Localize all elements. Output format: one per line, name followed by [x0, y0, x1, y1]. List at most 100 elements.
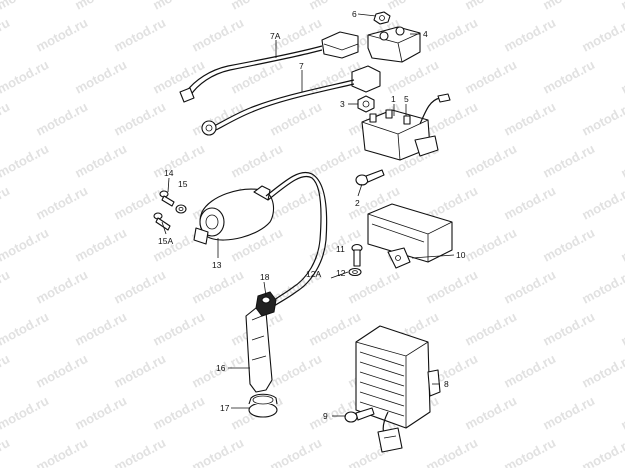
- label-12a: 12A: [306, 269, 321, 279]
- watermark-text: motod.ru: [579, 15, 625, 55]
- watermark-text: motod.ru: [462, 0, 519, 13]
- watermark-text: motod.ru: [189, 15, 246, 55]
- watermark-text: motod.ru: [0, 141, 51, 181]
- watermark-text: motod.ru: [150, 393, 207, 433]
- watermark-text: motod.ru: [462, 57, 519, 97]
- label-2: 2: [355, 198, 360, 208]
- label-14: 14: [164, 168, 174, 178]
- watermark-text: motod.ru: [111, 267, 168, 307]
- watermark-text: motod.ru: [0, 351, 12, 391]
- watermark-text: motod.ru: [384, 0, 441, 13]
- watermark-text: motod.ru: [111, 15, 168, 55]
- watermark-text: motod.ru: [501, 267, 558, 307]
- watermark-text: motod.ru: [618, 309, 625, 349]
- watermark-text: motod.ru: [501, 435, 558, 468]
- watermark-text: motod.ru: [0, 99, 12, 139]
- watermark-text: motod.ru: [111, 435, 168, 468]
- watermark-text: motod.ru: [462, 141, 519, 181]
- cdi-unit-10: [367, 203, 453, 269]
- watermark-text: motod.ru: [33, 351, 90, 391]
- label-1: 1: [391, 94, 396, 104]
- label-15a: 15A: [158, 236, 173, 246]
- watermark-text: motod.ru: [462, 309, 519, 349]
- watermark-text: motod.ru: [462, 225, 519, 265]
- ignition-coil-13: [193, 171, 328, 307]
- seal-17: [248, 393, 278, 418]
- watermark-text: motod.ru: [579, 267, 625, 307]
- watermark-text: motod.ru: [501, 15, 558, 55]
- watermark-text: motod.ru: [579, 351, 625, 391]
- watermark-text: motod.ru: [540, 0, 597, 13]
- bolt-15a: [153, 212, 171, 231]
- label-7a: 7A: [270, 31, 281, 41]
- ignition-wire-7: [201, 65, 381, 136]
- label-10: 10: [456, 250, 466, 260]
- watermark-text: motod.ru: [579, 435, 625, 468]
- watermark-text: motod.ru: [0, 435, 12, 468]
- watermark-text: motod.ru: [618, 393, 625, 433]
- watermark-text: motod.ru: [306, 141, 363, 181]
- watermark-text: motod.ru: [33, 183, 90, 223]
- watermark-text: motod.ru: [72, 57, 129, 97]
- label-17: 17: [220, 403, 230, 413]
- watermark-text: motod.ru: [0, 309, 51, 349]
- label-9: 9: [323, 411, 328, 421]
- bolt-14: [159, 190, 175, 207]
- watermark-text: motod.ru: [72, 141, 129, 181]
- watermark-text: motod.ru: [111, 351, 168, 391]
- watermark-text: motod.ru: [423, 267, 480, 307]
- watermark-text: motod.ru: [0, 225, 51, 265]
- label-5: 5: [404, 94, 409, 104]
- label-4: 4: [423, 29, 428, 39]
- watermark-text: motod.ru: [501, 351, 558, 391]
- label-6: 6: [352, 9, 357, 19]
- watermark-text: motod.ru: [0, 15, 12, 55]
- watermark-text: motod.ru: [0, 57, 51, 97]
- callout-labels: 6 4 7A 7 3 1 5 2 14 15 15A 13 10 11 12A …: [158, 9, 466, 421]
- watermark-text: motod.ru: [423, 99, 480, 139]
- watermark-text: motod.ru: [267, 435, 324, 468]
- nut-6: [373, 11, 391, 25]
- watermark-text: motod.ru: [0, 0, 51, 13]
- watermark-text: motod.ru: [150, 309, 207, 349]
- watermark-text: motod.ru: [423, 435, 480, 468]
- watermark-text: motod.ru: [540, 309, 597, 349]
- watermark-text: motod.ru: [618, 141, 625, 181]
- watermark-text: motod.ru: [267, 351, 324, 391]
- label-18: 18: [260, 272, 270, 282]
- watermark-text: motod.ru: [150, 141, 207, 181]
- watermark-text: motod.ru: [462, 393, 519, 433]
- watermark-text: motod.ru: [33, 99, 90, 139]
- watermark-text: motod.ru: [384, 57, 441, 97]
- watermark-text: motod.ru: [72, 309, 129, 349]
- watermark-text: motod.ru: [228, 0, 285, 13]
- watermark-text: motod.ru: [501, 99, 558, 139]
- watermark-text: motod.ru: [0, 393, 51, 433]
- watermark-text: motod.ru: [0, 183, 12, 223]
- watermark-text: motod.ru: [618, 57, 625, 97]
- label-8: 8: [444, 379, 449, 389]
- watermark-text: motod.ru: [579, 183, 625, 223]
- watermark-text: motod.ru: [72, 393, 129, 433]
- watermark-text: motod.ru: [0, 267, 12, 307]
- watermark-text: motod.ru: [72, 0, 129, 13]
- leader-lines: [161, 13, 455, 417]
- watermark-text: motod.ru: [33, 15, 90, 55]
- regulator-rectifier-8: [355, 325, 441, 453]
- watermark-text: motod.ru: [540, 393, 597, 433]
- label-13: 13: [212, 260, 222, 270]
- bolt-2: [355, 169, 385, 186]
- watermark-text: motod.ru: [189, 267, 246, 307]
- watermark-text: motod.ru: [423, 15, 480, 55]
- watermark-text: motod.ru: [306, 309, 363, 349]
- watermark-text: motod.ru: [618, 225, 625, 265]
- watermark-text: motod.ru: [618, 0, 625, 13]
- washer-15: [175, 204, 187, 214]
- watermark-text: motod.ru: [72, 225, 129, 265]
- label-12: 12: [336, 268, 346, 278]
- watermark-text: motod.ru: [540, 57, 597, 97]
- grommet-18: [255, 291, 277, 317]
- label-11: 11: [336, 244, 345, 254]
